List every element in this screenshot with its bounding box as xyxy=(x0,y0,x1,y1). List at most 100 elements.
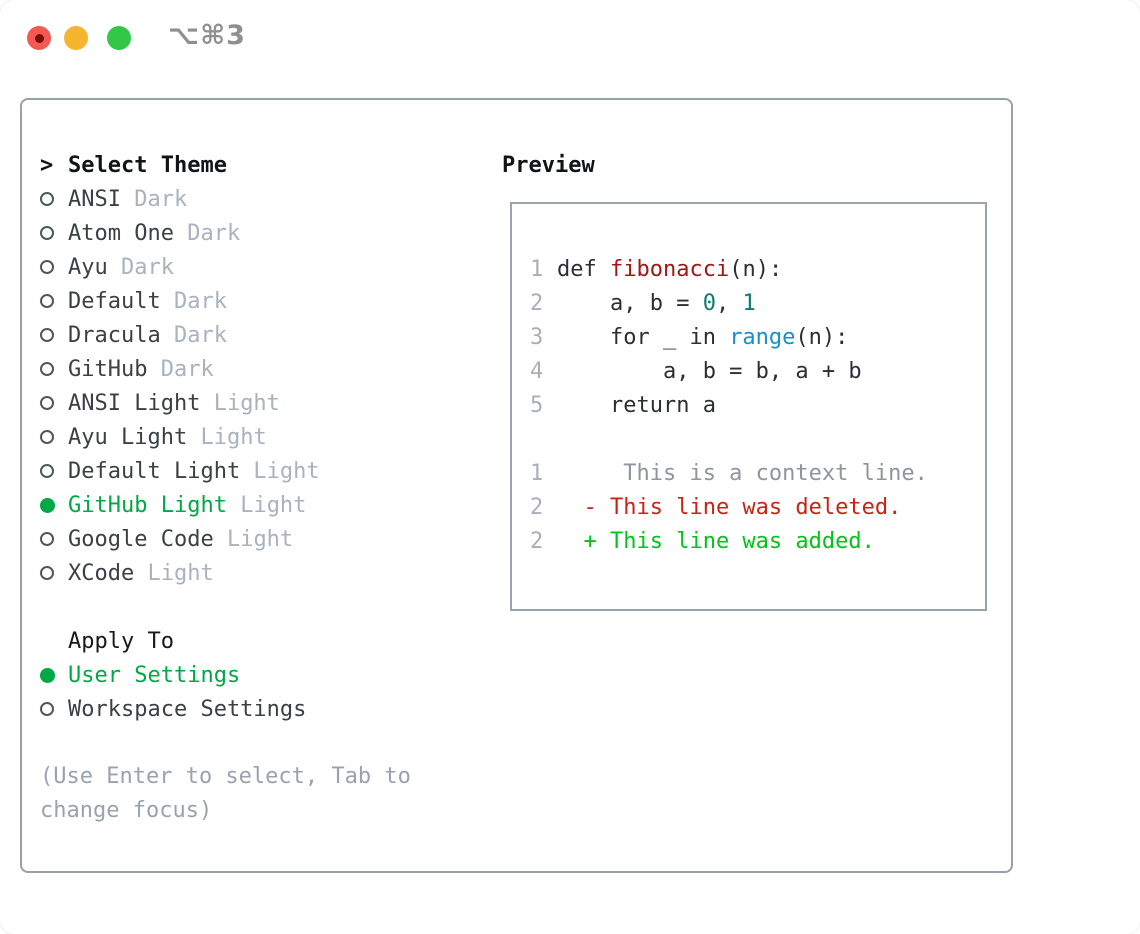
option-label: Default Light xyxy=(68,458,241,484)
spacer xyxy=(40,726,490,760)
option-marker xyxy=(40,702,68,716)
theme-item-xcode[interactable]: XCode Light xyxy=(40,556,490,590)
option-label: Google Code xyxy=(68,526,214,552)
radio-selected-icon xyxy=(40,667,55,683)
code-line: 3 for _ in range(n): xyxy=(530,320,985,354)
radio-icon xyxy=(40,226,54,240)
option-label: XCode xyxy=(68,560,135,586)
radio-selected-icon xyxy=(40,497,55,513)
radio-icon xyxy=(40,260,54,274)
maximize-button[interactable] xyxy=(107,26,131,50)
theme-item-github[interactable]: GitHub Dark xyxy=(40,352,490,386)
titlebar: ⌥⌘3 xyxy=(0,0,1140,76)
option-variant-label: Dark xyxy=(173,220,241,246)
radio-icon xyxy=(40,532,54,546)
theme-item-ayu[interactable]: Ayu Dark xyxy=(40,250,490,284)
option-label: GitHub Light xyxy=(68,492,227,518)
apply-option-workspace-settings[interactable]: Workspace Settings xyxy=(40,692,490,726)
code-line: 2 + This line was added. xyxy=(530,524,985,558)
option-label: Atom One xyxy=(68,220,174,246)
option-marker xyxy=(40,532,68,546)
radio-icon xyxy=(40,430,54,444)
line-number: 2 xyxy=(530,494,544,520)
close-dot-icon xyxy=(34,33,44,43)
code-segment: return a xyxy=(557,392,716,418)
select-theme-header: > Select Theme xyxy=(40,148,490,182)
option-marker xyxy=(40,226,68,240)
code-segment: (n): xyxy=(729,256,783,282)
line-number: 2 xyxy=(530,290,544,316)
option-variant-label: Dark xyxy=(107,254,174,280)
option-label: Ayu xyxy=(68,254,108,280)
option-label: Ayu Light xyxy=(68,424,188,450)
code-blank-line xyxy=(530,422,985,456)
option-label: User Settings xyxy=(68,662,241,688)
line-number: 5 xyxy=(530,392,544,418)
option-marker xyxy=(40,260,68,274)
option-label: ANSI xyxy=(68,186,121,212)
code-line: 1 This is a context line. xyxy=(530,456,985,490)
code-segment: + This line was added. xyxy=(557,528,875,554)
code-segment: def xyxy=(557,256,610,282)
option-label: Dracula xyxy=(68,322,161,348)
preview-label: Preview xyxy=(502,152,595,178)
radio-icon xyxy=(40,464,54,478)
option-variant-label: Light xyxy=(187,424,267,450)
option-marker xyxy=(40,497,68,513)
code-segment: , xyxy=(715,290,743,316)
line-number: 4 xyxy=(530,358,544,384)
apply-to-label: Apply To xyxy=(68,628,174,654)
line-number: 2 xyxy=(530,528,544,554)
option-marker xyxy=(40,396,68,410)
theme-item-atom-one[interactable]: Atom One Dark xyxy=(40,216,490,250)
line-number: 3 xyxy=(530,324,544,350)
line-number: 1 xyxy=(530,256,544,282)
minimize-button[interactable] xyxy=(64,26,88,50)
theme-item-github-light[interactable]: GitHub Light Light xyxy=(40,488,490,522)
theme-item-default[interactable]: Default Dark xyxy=(40,284,490,318)
option-variant-label: Dark xyxy=(160,288,227,314)
code-segment: a, b = xyxy=(557,290,703,316)
theme-item-google-code[interactable]: Google Code Light xyxy=(40,522,490,556)
option-label: GitHub xyxy=(68,356,148,382)
select-theme-label: Select Theme xyxy=(68,152,227,178)
option-variant-label: Dark xyxy=(160,322,227,348)
line-number: 1 xyxy=(530,460,544,486)
code-segment: range xyxy=(729,324,796,350)
code-segment: This is a context line. xyxy=(557,460,928,486)
code-segment: 1 xyxy=(742,290,756,316)
option-marker xyxy=(40,667,68,683)
code-segment: 0 xyxy=(702,290,716,316)
option-marker xyxy=(40,294,68,308)
close-button[interactable] xyxy=(27,26,51,50)
option-variant-label: Dark xyxy=(147,356,214,382)
option-variant-label: Light xyxy=(200,390,280,416)
theme-item-ansi-light[interactable]: ANSI Light Light xyxy=(40,386,490,420)
option-marker xyxy=(40,192,68,206)
option-marker xyxy=(40,430,68,444)
option-variant-label: Dark xyxy=(120,186,188,212)
theme-item-dracula[interactable]: Dracula Dark xyxy=(40,318,490,352)
option-label: Default xyxy=(68,288,161,314)
prompt-marker: > xyxy=(40,153,68,178)
code-segment: for _ in xyxy=(557,324,730,350)
code-segment: - This line was deleted. xyxy=(557,494,902,520)
option-variant-label: Light xyxy=(226,492,307,518)
code-segment: a, b = b, a + b xyxy=(557,358,862,384)
theme-item-ayu-light[interactable]: Ayu Light Light xyxy=(40,420,490,454)
apply-option-user-settings[interactable]: User Settings xyxy=(40,658,490,692)
code-line: 4 a, b = b, a + b xyxy=(530,354,985,388)
theme-item-default-light[interactable]: Default Light Light xyxy=(40,454,490,488)
option-marker xyxy=(40,328,68,342)
theme-item-ansi[interactable]: ANSI Dark xyxy=(40,182,490,216)
code-line: 2 - This line was deleted. xyxy=(530,490,985,524)
prompt-caret-icon: > xyxy=(40,152,54,178)
option-variant-label: Light xyxy=(240,458,320,484)
radio-icon xyxy=(40,192,54,206)
